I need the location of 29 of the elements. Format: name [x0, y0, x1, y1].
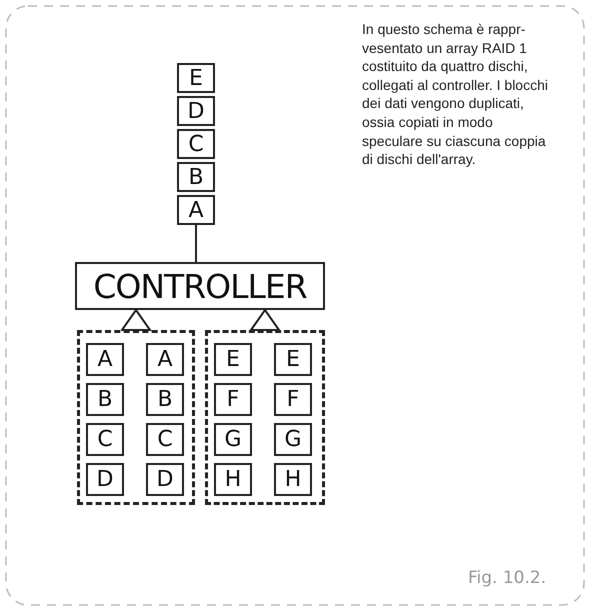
disk-block-box: A [86, 343, 124, 376]
disk-block-box: B [86, 383, 124, 416]
disk-block-box: B [146, 383, 184, 416]
disk-block-box: C [177, 129, 215, 159]
dashed-group-box [77, 330, 195, 505]
description-text: In questo schema è rappr-vesentato un array RAID 1 costituito da quattro dischi, collegati al controller. I blocchi dei dati vengono duplicati, ossia copiati in modo speculare su ciascuna coppia di dischi dell'array. [362, 20, 548, 169]
disk-block-box: D [177, 96, 215, 126]
disk-block-box: G [214, 423, 252, 456]
disk-block-box: D [146, 463, 184, 496]
disk-block-box: G [274, 423, 312, 456]
disk-block-box: E [274, 343, 312, 376]
disk-block-box: C [146, 423, 184, 456]
disk-block-box: F [274, 383, 312, 416]
disk-block-box: D [86, 463, 124, 496]
disk-block-box: B [177, 162, 215, 192]
arrow [250, 309, 280, 331]
disk-block-box: A [177, 195, 215, 225]
disk-block-box: H [274, 463, 312, 496]
dashed-group-box [205, 330, 325, 505]
figure-caption: Fig. 10.2. [468, 568, 546, 588]
disk-block-box: F [214, 383, 252, 416]
disk-block-box: E [214, 343, 252, 376]
disk-block-box: A [146, 343, 184, 376]
arrow [121, 309, 151, 331]
disk-block-box: C [86, 423, 124, 456]
controller-box: CONTROLLER [75, 262, 325, 310]
disk-block-box: E [177, 63, 215, 93]
disk-block-box: H [214, 463, 252, 496]
connector-line [195, 225, 197, 262]
